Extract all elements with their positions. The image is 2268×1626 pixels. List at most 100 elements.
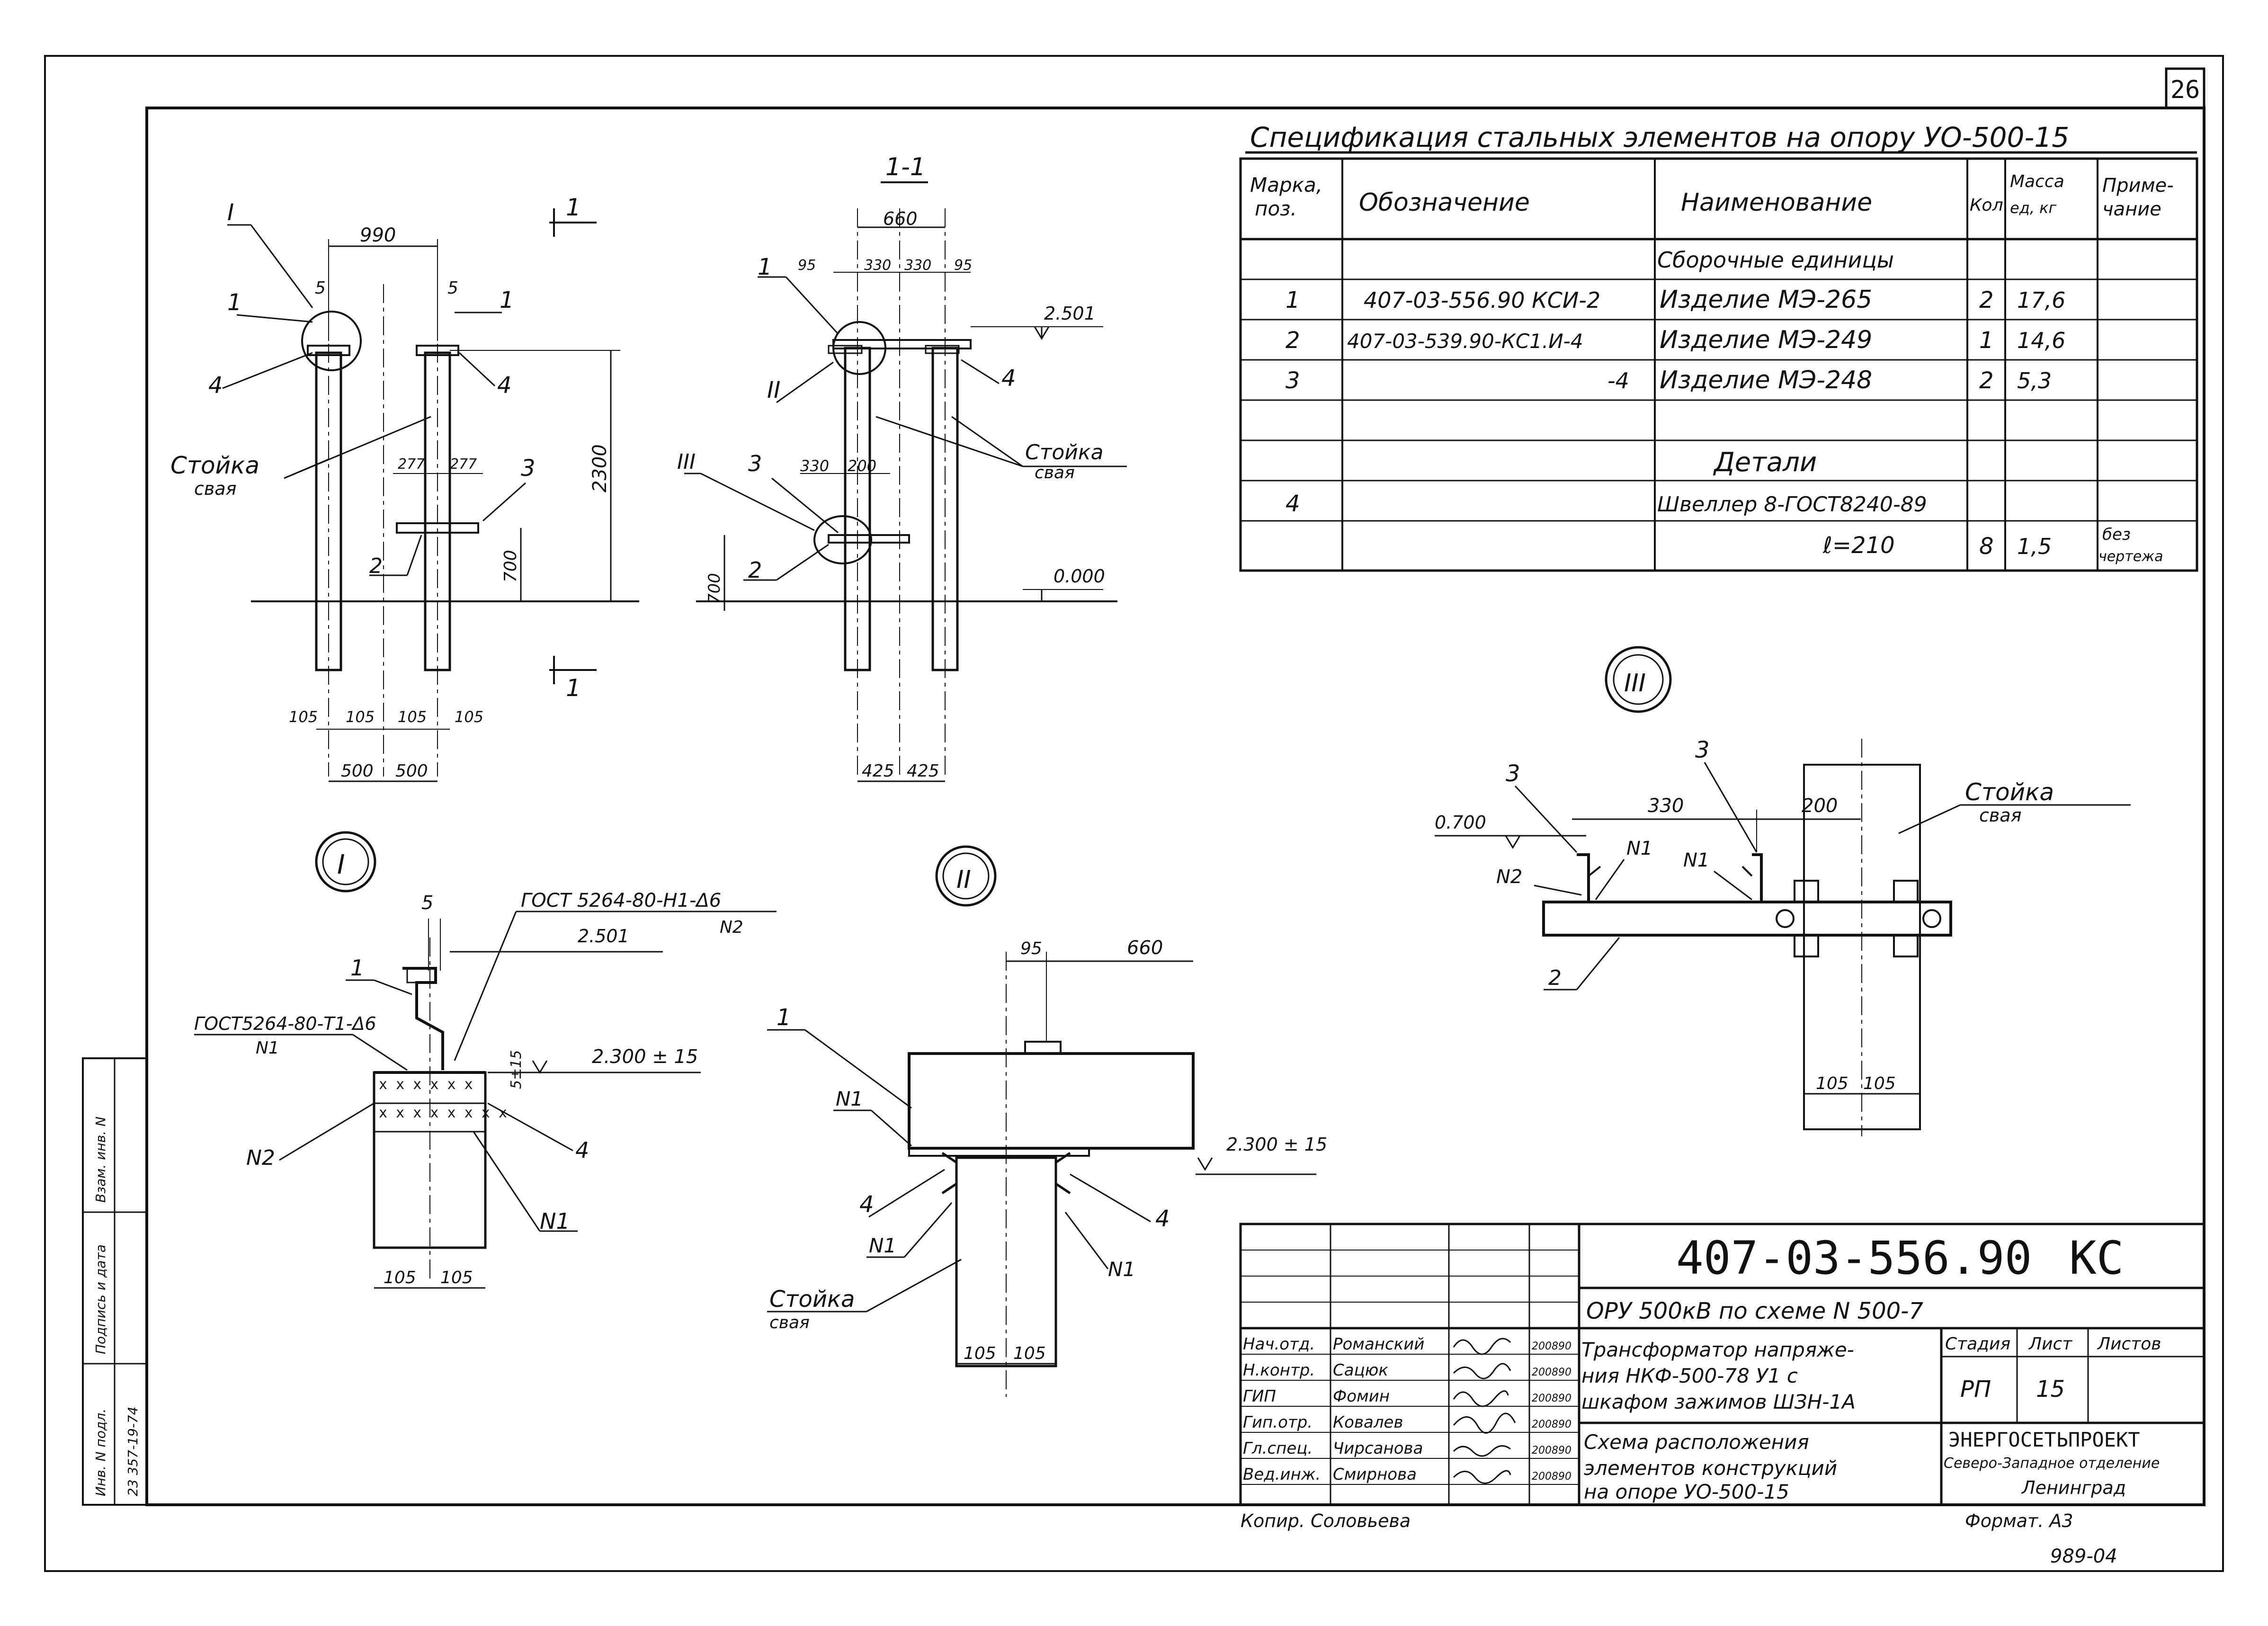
det3-label-pile: свая bbox=[1979, 805, 2021, 826]
hdr-mass-1: Масса bbox=[2010, 172, 2064, 191]
sec-title: 1-1 bbox=[885, 153, 926, 181]
det3-callout-3b: 3 bbox=[1695, 737, 1710, 763]
specification-table: Спецификация стальных элементов на опору… bbox=[1239, 121, 2198, 572]
fv-dim-105a: 105 bbox=[289, 708, 318, 726]
det3-dim-105a: 105 bbox=[1816, 1074, 1848, 1093]
title-block: 407-03-556.90 КС ОРУ 500кВ по схеме N 50… bbox=[1239, 1223, 2205, 1506]
sec-callout-1: 1 bbox=[758, 254, 772, 280]
det3-callout-n1b: N1 bbox=[1683, 849, 1709, 871]
det2-callout-4b: 4 bbox=[1155, 1206, 1170, 1232]
fv-dim-105b: 105 bbox=[346, 708, 375, 726]
sec-dim-700: 700 bbox=[705, 573, 724, 604]
det1-dim-gap: 5±15 bbox=[508, 1050, 525, 1089]
det3-callout-3a: 3 bbox=[1506, 760, 1520, 787]
row5-note-2: чертежа bbox=[2098, 548, 2163, 565]
det2-label-post: Стойка bbox=[769, 1286, 855, 1313]
stamp-sign-label: Подпись и дата bbox=[93, 1244, 108, 1354]
det1-weld-marks-2: x x x x x x x x bbox=[379, 1105, 507, 1121]
sig-date-4: 200890 bbox=[1532, 1445, 1572, 1456]
det1-callout-n1: N1 bbox=[540, 1208, 570, 1234]
signature-scribble-1 bbox=[1453, 1363, 1511, 1379]
detail-I: I x x x x x x x x x x x x x x 5 5±15 105… bbox=[194, 831, 777, 1289]
sig-date-1: 200890 bbox=[1532, 1367, 1572, 1378]
row3-mass: 5,3 bbox=[2017, 368, 2052, 393]
row2-designation: 407-03-539.90-КС1.И-4 bbox=[1347, 330, 1583, 353]
sec-dim-95a: 95 bbox=[798, 257, 816, 274]
det3-dim-200: 200 bbox=[1802, 795, 1838, 817]
inner-frame bbox=[145, 107, 2205, 1506]
row3-mark: 3 bbox=[1286, 367, 1300, 394]
row1-mass: 17,6 bbox=[2017, 287, 2065, 313]
row5-mass: 1,5 bbox=[2017, 534, 2052, 559]
sig-role-5: Вед.инж. bbox=[1243, 1465, 1321, 1484]
row2-name: Изделие МЭ-249 bbox=[1660, 326, 1872, 354]
fv-dim-700: 700 bbox=[501, 550, 520, 582]
sig-date-3: 200890 bbox=[1532, 1419, 1572, 1430]
sig-role-3: Гип.отр. bbox=[1243, 1413, 1313, 1432]
row2-mass: 14,6 bbox=[2017, 328, 2065, 353]
det1-callout-4: 4 bbox=[575, 1137, 589, 1163]
det1-level-top: 2.501 bbox=[578, 926, 629, 947]
tb-object-3: шкафом зажимов ШЗН-1А bbox=[1581, 1390, 1856, 1413]
hdr-name: Наименование bbox=[1681, 188, 1872, 217]
sec-dim-330a: 330 bbox=[864, 257, 891, 274]
row4-name: Швеллер 8-ГОСТ8240-89 bbox=[1657, 492, 1927, 517]
row5-qty: 8 bbox=[1979, 533, 1994, 560]
tb-object-1: Трансформатор напряже- bbox=[1581, 1338, 1854, 1361]
hdr-mark-2: поз. bbox=[1255, 197, 1297, 220]
fv-dim-s-right: 5 bbox=[447, 278, 458, 298]
fv-dim-s-left: 5 bbox=[315, 278, 326, 298]
signature-scribble-4 bbox=[1453, 1445, 1511, 1457]
row1-qty: 2 bbox=[1979, 287, 1994, 313]
tb-sheet-no: 15 bbox=[2036, 1376, 2065, 1403]
sec-callout-4: 4 bbox=[1001, 365, 1016, 392]
det2-callout-1: 1 bbox=[777, 1004, 791, 1031]
det3-label: III bbox=[1624, 669, 1646, 697]
hdr-mark-1: Марка, bbox=[1250, 173, 1322, 197]
det2-label: II bbox=[956, 866, 971, 894]
row5-name: ℓ=210 bbox=[1822, 532, 1895, 559]
outer-border bbox=[44, 55, 2224, 1572]
fv-section-mark-bottom: 1 bbox=[566, 674, 581, 702]
detail-II: II 95 660 105 105 2.300 ± 15 1 N1 4 4 N1 bbox=[767, 845, 1327, 1397]
sig-name-1: Сацюк bbox=[1333, 1361, 1388, 1380]
fv-dim-105c: 105 bbox=[398, 708, 427, 726]
fv-dim-277a: 277 bbox=[398, 456, 425, 473]
fv-callout-1a: 1 bbox=[227, 289, 242, 316]
fv-dim-105d: 105 bbox=[455, 708, 483, 726]
fv-label-post: Стойка bbox=[170, 452, 259, 479]
sig-name-2: Фомин bbox=[1333, 1387, 1390, 1406]
hdr-designation: Обозначение bbox=[1359, 188, 1530, 217]
sec-dim-425a: 425 bbox=[862, 761, 894, 781]
fv-label-pile: свая bbox=[194, 478, 236, 499]
sec-label-post: Стойка bbox=[1025, 440, 1103, 465]
sec-dim-330c: 330 bbox=[800, 457, 829, 475]
section-1-1-view: 1-1 660 95 330 330 95 330 200 2.501 0.00… bbox=[677, 153, 1127, 782]
det3-label-post: Стойка bbox=[1965, 778, 2054, 806]
row1-designation: 407-03-556.90 КСИ-2 bbox=[1364, 287, 1600, 313]
tb-stage: РП bbox=[1960, 1376, 1991, 1403]
signature-scribble-3 bbox=[1453, 1412, 1516, 1434]
stamp-inv-label: Инв. N подл. bbox=[93, 1409, 108, 1496]
fv-callout-2: 2 bbox=[369, 554, 383, 578]
spec-title: Спецификация стальных элементов на опору… bbox=[1250, 121, 2069, 153]
det2-callout-4a: 4 bbox=[859, 1191, 874, 1218]
det2-callout-n1a: N1 bbox=[836, 1087, 863, 1110]
footer-format: Формат. А3 bbox=[1965, 1510, 2073, 1531]
det2-level: 2.300 ± 15 bbox=[1226, 1134, 1327, 1155]
stamp-inv-value: 23 357-19-74 bbox=[125, 1407, 141, 1496]
det2-dim-105a: 105 bbox=[964, 1344, 996, 1363]
sec-callout-2: 2 bbox=[748, 557, 762, 583]
row1-mark: 1 bbox=[1286, 287, 1300, 313]
det2-dim-95: 95 bbox=[1020, 939, 1042, 958]
fv-callout-4b: 4 bbox=[497, 372, 512, 399]
signature-scribble-0 bbox=[1453, 1338, 1511, 1355]
row3-name: Изделие МЭ-248 bbox=[1660, 366, 1872, 394]
fv-callout-3: 3 bbox=[521, 455, 536, 482]
tb-org-2: Северо-Западное отделение bbox=[1944, 1455, 2160, 1472]
fv-callout-1b: 1 bbox=[500, 287, 514, 313]
tb-org-3: Ленинград bbox=[2021, 1477, 2126, 1498]
tb-code: 407-03-556.90 bbox=[1676, 1232, 2032, 1285]
